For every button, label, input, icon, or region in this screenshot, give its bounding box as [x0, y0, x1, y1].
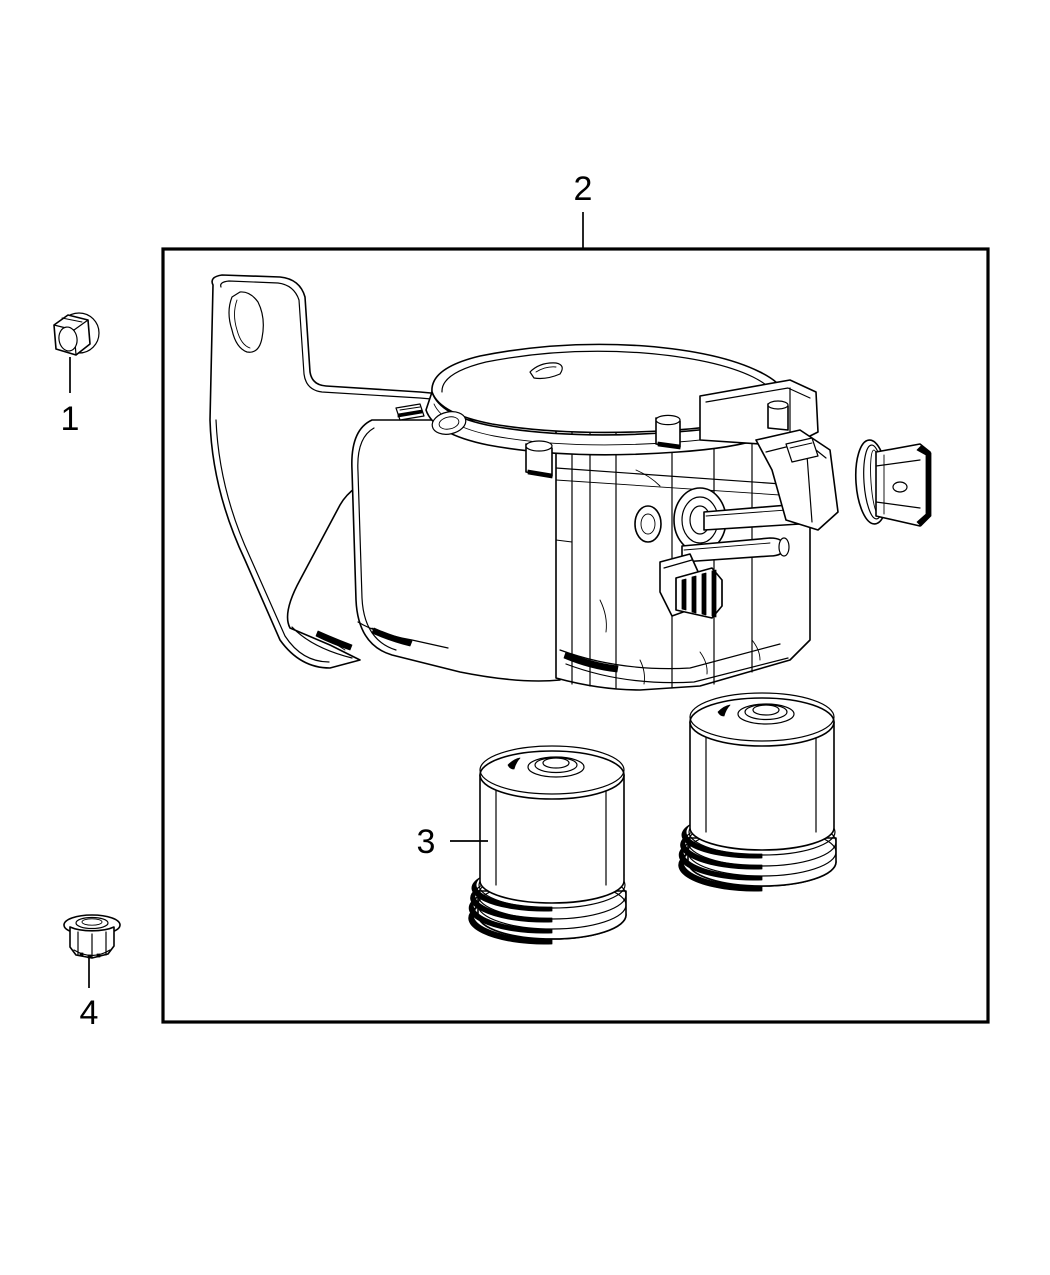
part-filter-element-rear — [678, 692, 837, 892]
module-top-cover — [395, 343, 791, 456]
callout-label-3: 3 — [417, 823, 436, 861]
part-hex-flange-nut — [53, 312, 100, 356]
part-filter-element-front — [468, 745, 627, 945]
assembly-group-box — [161, 247, 990, 1024]
part-fuel-filter-module — [209, 274, 932, 691]
body-detail-stroke — [599, 599, 607, 633]
part-drain-valve-cap — [63, 914, 121, 959]
module-ribbed-sensor — [659, 553, 723, 619]
callout-label-1: 1 — [61, 400, 80, 438]
body-detail-stroke — [635, 469, 661, 487]
module-upper-deck — [525, 379, 819, 479]
module-ports-and-connector — [634, 429, 932, 563]
filter-front-threaded-base — [468, 852, 627, 945]
callout-label-2: 2 — [574, 170, 593, 208]
callout-label-4: 4 — [80, 994, 99, 1032]
body-detail-stroke — [555, 539, 573, 543]
